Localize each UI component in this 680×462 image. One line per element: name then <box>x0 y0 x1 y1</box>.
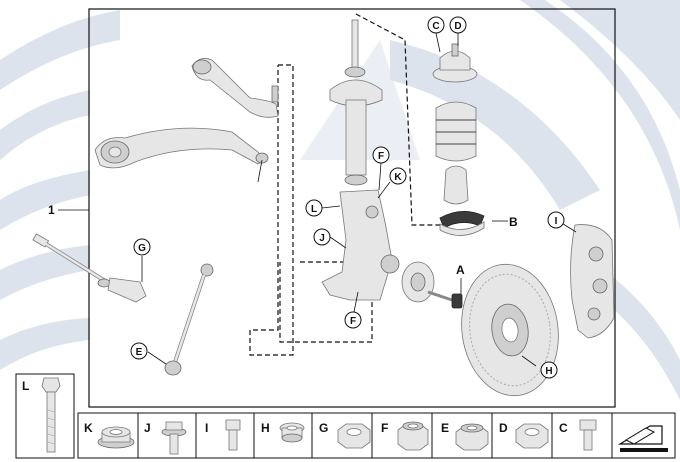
strip-item-c: C <box>559 419 597 451</box>
svg-text:H: H <box>261 421 270 435</box>
svg-text:I: I <box>555 216 558 227</box>
flange-nut-icon <box>97 426 135 449</box>
svg-text:F: F <box>378 151 384 162</box>
callout-j: J <box>313 228 331 246</box>
brake-caliper <box>570 224 615 339</box>
svg-text:B: B <box>509 215 518 229</box>
strip-item-j: J <box>144 421 187 455</box>
short-bolt-icon <box>225 419 241 451</box>
strip-item-k: K <box>84 421 135 449</box>
wheel-hub <box>401 261 435 303</box>
side-box-l: L <box>15 373 75 459</box>
bump-stop <box>443 165 469 205</box>
svg-text:F: F <box>350 316 356 327</box>
callout-h: H <box>540 361 558 379</box>
steering-knuckle <box>321 189 400 301</box>
bushing-icon <box>279 422 305 443</box>
svg-text:F: F <box>381 421 388 435</box>
callout-a: A <box>456 263 465 277</box>
collar-nut-icon <box>397 421 429 451</box>
strip-item-h: H <box>261 421 305 443</box>
callout-f-bottom: F <box>344 311 362 329</box>
hex-bolt-icon <box>579 419 597 451</box>
callout-b: B <box>509 215 518 229</box>
callout-l: L <box>305 199 323 217</box>
dashed-group-outline-knuckle <box>279 261 373 343</box>
dashed-group-outline-strut <box>355 13 450 226</box>
svg-text:J: J <box>319 233 325 244</box>
self-locking-nut-icon <box>455 423 489 451</box>
spring-pad <box>439 211 485 236</box>
stabilizer-link <box>164 263 214 376</box>
callout-c: C <box>427 16 445 34</box>
svg-text:G: G <box>138 243 146 254</box>
callout-i: I <box>547 211 565 229</box>
callout-d: D <box>449 16 467 34</box>
main-frame <box>88 8 616 408</box>
svg-text:A: A <box>456 263 465 277</box>
background-watermark <box>0 0 680 400</box>
svg-text:L: L <box>22 379 29 393</box>
svg-text:E: E <box>136 347 143 358</box>
svg-text:I: I <box>205 421 208 435</box>
tie-rod <box>32 233 147 303</box>
dashed-group-outline-left <box>249 64 294 356</box>
flange-bolt-icon <box>161 421 187 455</box>
strip-item-e: E <box>441 421 489 451</box>
assembly-label: 1 <box>48 203 55 217</box>
brake-disc <box>461 263 559 397</box>
lower-control-arm <box>94 127 269 183</box>
strip-item-i: I <box>205 419 241 451</box>
navigation-arrow-icon[interactable] <box>617 425 668 452</box>
svg-text:G: G <box>319 421 328 435</box>
bottom-parts-strip: K J I H <box>77 412 676 459</box>
strut-top-mount <box>432 43 478 83</box>
dust-boot <box>435 101 477 162</box>
svg-text:L: L <box>311 204 317 215</box>
hex-nut-icon <box>515 423 549 449</box>
svg-text:D: D <box>454 21 461 32</box>
callout-g: G <box>133 238 151 256</box>
svg-text:J: J <box>144 421 151 435</box>
callout-k: K <box>389 167 407 185</box>
strip-item-g: G <box>319 421 371 449</box>
callout-f-top: F <box>372 146 390 164</box>
hex-nut-icon <box>337 423 371 449</box>
svg-text:E: E <box>441 421 449 435</box>
svg-text:H: H <box>545 366 552 377</box>
svg-text:K: K <box>84 421 93 435</box>
leader-lines <box>141 32 577 367</box>
callout-e: E <box>130 342 148 360</box>
shock-absorber <box>329 19 383 186</box>
upper-control-arm <box>191 58 279 118</box>
svg-text:C: C <box>559 421 568 435</box>
strip-item-d: D <box>499 421 549 449</box>
long-bolt-icon <box>41 377 61 453</box>
svg-text:K: K <box>394 172 402 183</box>
strip-item-f: F <box>381 421 429 451</box>
wheel-bolt-a <box>427 290 463 309</box>
svg-text:D: D <box>499 421 508 435</box>
svg-text:C: C <box>432 21 439 32</box>
